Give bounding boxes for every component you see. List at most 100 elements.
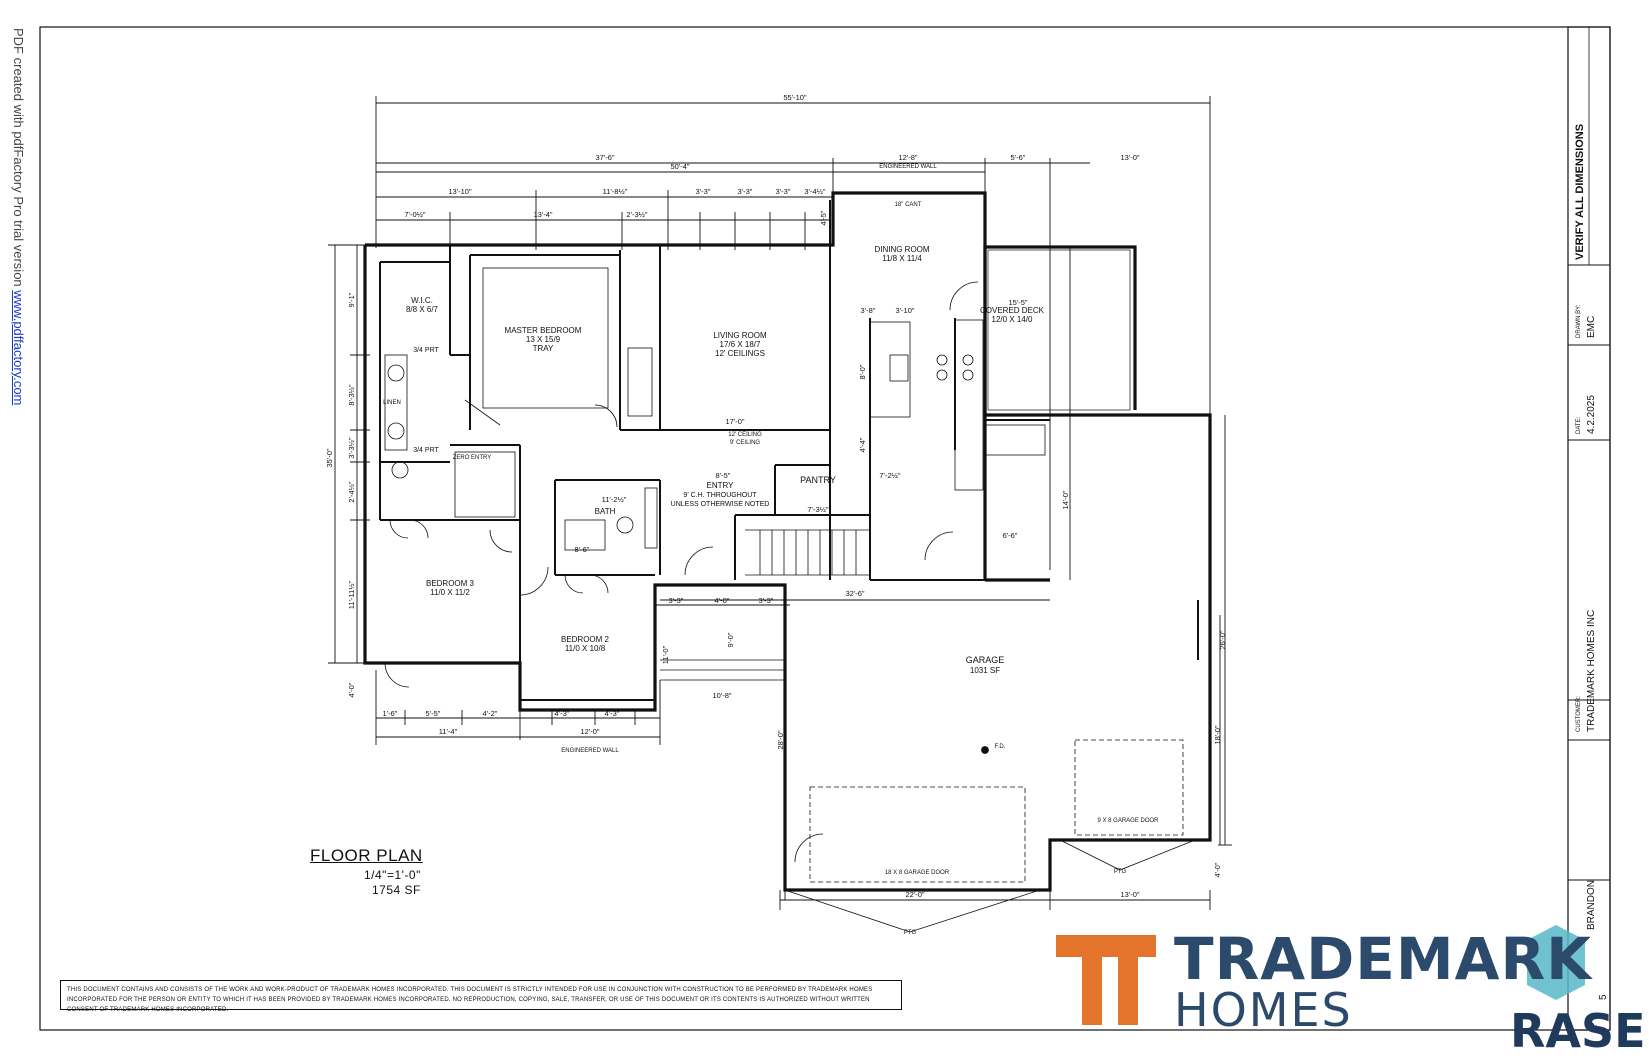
dim-3-3-a: 3'-3" — [696, 187, 711, 196]
dim-11-0: 11'-0" — [661, 645, 670, 664]
garage-door-1-label: 18 X 8 GARAGE DOOR — [885, 870, 950, 876]
trademark-logo-mark — [1056, 925, 1585, 1025]
bed3-size: 11/0 X 11/2 — [430, 588, 470, 597]
dim-8-11: 11'-2½" — [602, 495, 627, 504]
dim-3-3-e: 3'-3" — [759, 596, 774, 605]
dim-13-4: 13'-4" — [533, 210, 552, 219]
zero-entry-label: ZERO ENTRY — [453, 455, 492, 461]
floor-plan-title: FLOOR PLAN — [310, 846, 423, 865]
date-label: DATE: — [1576, 416, 1582, 434]
living-note: 12' CEILINGS — [715, 349, 765, 358]
ptg-label-2: PTG — [1114, 869, 1127, 875]
pantry-label: PANTRY — [800, 475, 836, 485]
dim-18-0: 18'-0" — [1213, 725, 1222, 744]
deck-label: COVERED DECK — [980, 306, 1045, 315]
dimension-lines — [328, 96, 1232, 910]
dim-3-8: 3'-8" — [861, 306, 876, 315]
sheet-number: 3 — [1586, 1022, 1597, 1028]
dim-7-2: 7'-2½" — [879, 471, 901, 480]
prt-label-2: 3/4 PRT — [413, 447, 439, 454]
floor-drain-label: F.D. — [995, 744, 1006, 750]
dim-2-3: 2'-3½" — [626, 210, 648, 219]
living-size: 17/6 X 18/7 — [720, 340, 761, 349]
dim-3-10: 3'-10" — [895, 306, 914, 315]
master-label: MASTER BEDROOM — [505, 326, 582, 335]
master-size: 13 X 15/9 — [526, 335, 561, 344]
dim-9-0: 9'-0" — [726, 632, 735, 647]
dim-13-10: 13'-10" — [448, 187, 472, 196]
dim-6-6: 6'-6" — [1003, 531, 1018, 540]
dim-7-3: 7'-3½" — [807, 505, 829, 514]
fixtures — [384, 249, 1199, 933]
copyright-disclaimer: This document contains and consists of t… — [60, 980, 902, 1013]
dim-32-6: 32'-6" — [845, 589, 864, 598]
linen-label: LINEN — [383, 400, 401, 406]
floor-plan-title-block: FLOOR PLAN 1/4"=1'-0" 1754 SF — [310, 846, 423, 897]
dim-35-0: 35'-0" — [325, 448, 334, 467]
dim-5-5: 5'-5" — [426, 709, 441, 718]
entry-label: ENTRY — [707, 481, 735, 490]
dim-2-4: 2'-4½" — [347, 481, 356, 503]
bed2-label: BEDROOM 2 — [561, 635, 610, 644]
dim-3-3-d: 3'-3" — [669, 596, 684, 605]
trademark-logo: TRADEMARK HOMES — [1056, 930, 1591, 1040]
wic-size: 8/8 X 6/7 — [406, 305, 439, 314]
dining-size: 11/8 X 11/4 — [882, 254, 922, 263]
dim-3-3-v: 3'-3½" — [347, 437, 356, 459]
customer-value: TRADEMARK HOMES INC — [1586, 610, 1597, 732]
bed2-size: 11/0 X 10/8 — [565, 644, 606, 653]
interior-walls — [379, 200, 1050, 701]
bath-label: BATH — [595, 507, 616, 516]
exterior-walls — [363, 191, 1212, 892]
entry-note1: 9' C.H. THROUGHOUT — [683, 492, 757, 499]
engineered-wall-bottom: ENGINEERED WALL — [561, 748, 619, 754]
garage-label: GARAGE — [966, 655, 1005, 665]
cant-label: 18" CANT — [895, 202, 922, 208]
dim-10-8: 10'-8" — [712, 691, 731, 700]
dim-4-0: 4'-0" — [347, 682, 356, 697]
dim-4-0-c: 4'-0" — [715, 596, 730, 605]
sheet-of: 5 — [1598, 994, 1609, 1000]
drawn-by-value: EMC — [1586, 316, 1597, 338]
dim-4-2: 4'-2" — [483, 709, 498, 718]
dim-5-6: 5'-6" — [1011, 153, 1026, 162]
floor-plan-scale: 1/4"=1'-0" — [364, 868, 421, 882]
dim-4-4: 4'-4" — [858, 437, 867, 452]
dim-11-11: 11'-11½" — [347, 580, 356, 609]
dim-17-0: 17'-0" — [725, 417, 744, 426]
garage-door-2-label: 9 X 8 GARAGE DOOR — [1097, 818, 1159, 824]
dim-4-0-b: 4'-0" — [1213, 862, 1222, 877]
date-value: 4.2.2025 — [1586, 395, 1597, 434]
bed3-label: BEDROOM 3 — [426, 579, 475, 588]
hexagon-icon — [1527, 925, 1585, 1000]
dim-11-8: 11'-8½" — [603, 187, 628, 196]
living-label: LIVING ROOM — [713, 331, 767, 340]
ptg-label-1: PTG — [904, 930, 917, 936]
entry-note2: UNLESS OTHERWISE NOTED — [671, 501, 770, 508]
sheet-border — [39, 26, 1611, 1031]
dining-label: DINING ROOM — [874, 245, 929, 254]
dim-7-0: 7'-0½" — [404, 210, 426, 219]
dim-15-5: 15'-5" — [1008, 298, 1027, 307]
dim-3-3-b: 3'-3" — [738, 187, 753, 196]
dim-13-0: 13'-0" — [1120, 153, 1139, 162]
dim-37-6: 37'-6" — [595, 153, 614, 162]
dim-overall: 55'-10" — [783, 93, 807, 102]
dim-4-3: 4'-3" — [555, 709, 570, 718]
dim-8-0: 8'-0" — [858, 364, 867, 379]
dim-8-3: 8'-3½" — [347, 384, 356, 406]
dim-8-5: 8'-5" — [716, 471, 731, 480]
dim-9-1: 9'-1" — [347, 292, 356, 307]
logo-line-2: HOMES — [1174, 983, 1353, 1037]
dim-13-0-b: 13'-0" — [1120, 890, 1139, 899]
prt-label-1: 3/4 PRT — [413, 347, 439, 354]
master-note: TRAY — [533, 344, 554, 353]
dim-3-4: 3'-4½" — [804, 187, 826, 196]
dim-4-3-b: 4'-3" — [605, 709, 620, 718]
customer-label: CUSTOMER: — [1576, 696, 1582, 732]
dim-26-0: 26'-0" — [1218, 630, 1227, 649]
floor-plan-area: 1754 SF — [372, 883, 421, 897]
rase-badge: RASE — [1510, 1004, 1646, 1058]
engineered-wall-top: ENGINEERED WALL — [879, 164, 937, 170]
drawn-by-label: DRAWN BY: — [1576, 304, 1582, 338]
